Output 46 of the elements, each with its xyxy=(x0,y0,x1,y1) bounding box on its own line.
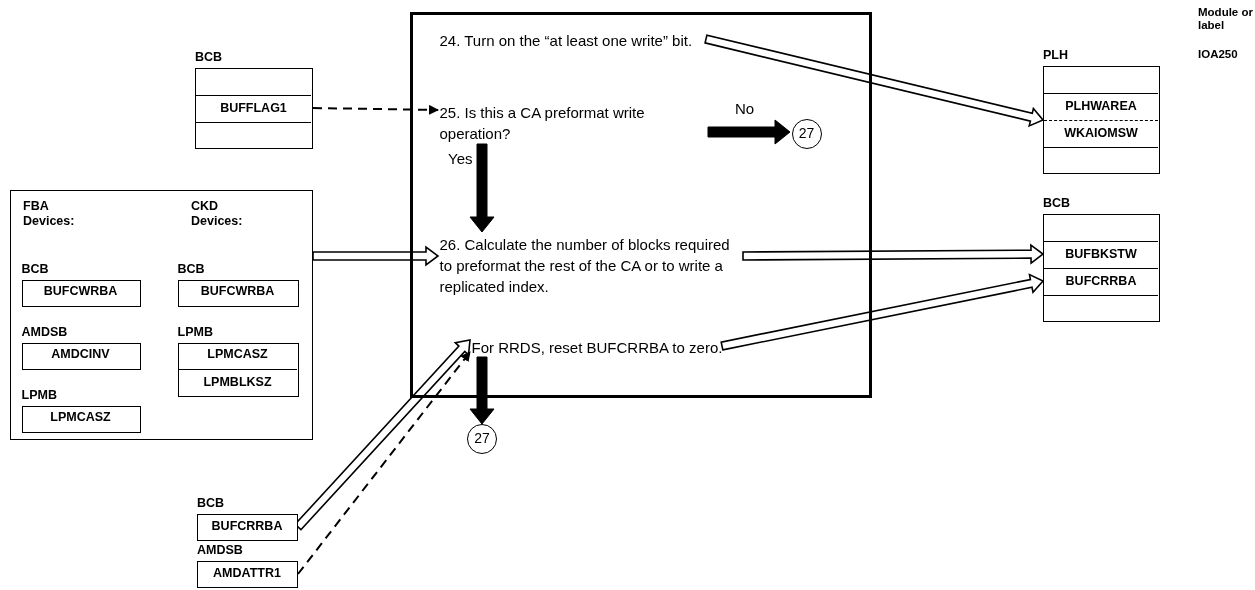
table-heading: AMDSB xyxy=(197,543,243,559)
field-row: BUFBKSTW xyxy=(1044,240,1158,268)
field-row-text: AMDCINV xyxy=(50,346,111,363)
field-row: LPMBLKSZ xyxy=(178,369,297,396)
process-box xyxy=(410,12,872,398)
input-panel xyxy=(10,190,313,440)
step-text: 24. Turn on the “at least one write” bit. xyxy=(439,29,708,52)
table-heading: BCB xyxy=(177,261,205,278)
dashed-arrow xyxy=(297,351,471,575)
field-row-text: BUFCRRBA xyxy=(210,517,284,535)
thick-arrow xyxy=(707,119,791,145)
field-row: BUFFLAG1 xyxy=(196,94,311,122)
field-row-text: BUFCWRBA xyxy=(42,283,119,300)
field-row-text: BUFCWRBA xyxy=(199,283,276,300)
table-heading: PLH xyxy=(1043,48,1068,64)
field-row: PLHWAREA xyxy=(1044,92,1158,120)
hollow-arrow xyxy=(720,273,1045,351)
edge-label: Yes xyxy=(448,150,473,167)
module-name: IOA250 xyxy=(1198,48,1239,61)
connector-circle: 27 xyxy=(467,424,497,454)
hollow-arrow xyxy=(312,245,440,267)
field-row: WKAIOMSW xyxy=(1044,119,1158,147)
device-heading: CKD Devices: xyxy=(191,199,244,229)
table-heading: LPMB xyxy=(177,324,213,341)
hollow-arrow xyxy=(704,34,1045,128)
connector-circle: 27 xyxy=(791,118,822,149)
field-row: BUFCRRBA xyxy=(1044,267,1158,295)
field-row-text: LPMCASZ xyxy=(206,346,269,363)
step-text: 25. Is this a CA preformat write operation? xyxy=(439,101,710,146)
field-row-text: AMDATTR1 xyxy=(212,564,282,582)
table-heading: AMDSB xyxy=(21,324,68,341)
table-heading: BCB xyxy=(195,50,223,66)
dashed-arrow xyxy=(312,104,439,115)
edge-label: No xyxy=(735,100,755,117)
note-text: Module or label xyxy=(1198,6,1254,32)
device-heading: FBA Devices: xyxy=(23,199,76,229)
table-heading: LPMB xyxy=(21,387,57,404)
thick-arrow xyxy=(469,356,495,425)
thick-arrow xyxy=(469,143,495,233)
table-heading: BCB xyxy=(197,496,225,512)
table-heading: BCB xyxy=(21,261,49,278)
step-text: 26. Calculate the number of blocks required to preformat the rest of the CA or to write a replicated index. xyxy=(439,233,745,300)
field-row-text: LPMCASZ xyxy=(49,409,112,426)
hollow-arrow xyxy=(742,243,1045,265)
step-text: For RRDS, reset BUFCRRBA to zero. xyxy=(471,336,724,359)
table-heading: BCB xyxy=(1043,196,1071,212)
